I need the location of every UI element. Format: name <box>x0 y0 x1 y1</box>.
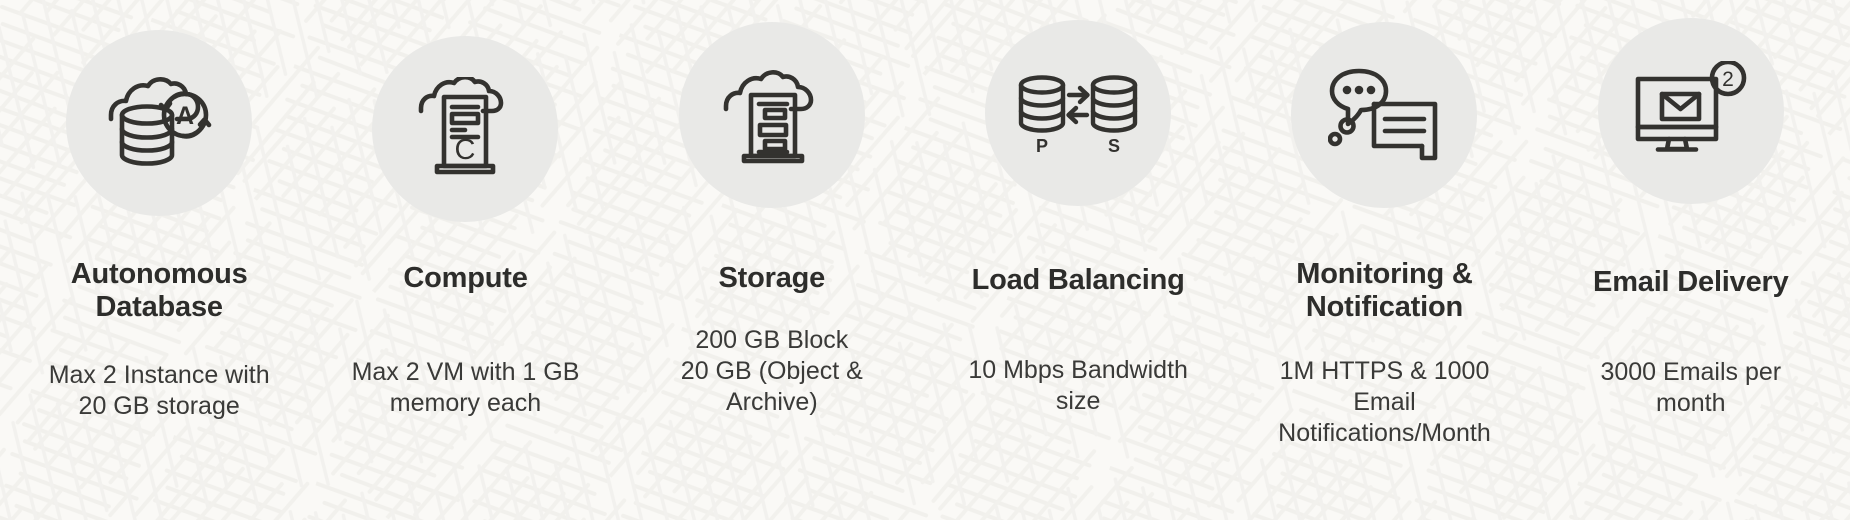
secondary-db-label: S <box>1108 136 1120 155</box>
service-description-monitoring-notification: 1M HTTPS & 1000 Email Notifications/Mont… <box>1278 356 1491 447</box>
icon-circle-email-delivery: 2 <box>1597 18 1784 204</box>
monitor-envelope-icon: 2 <box>1635 61 1747 152</box>
cloud-database-auto-icon: A <box>108 77 212 166</box>
service-title-storage: Storage <box>718 262 826 294</box>
thought-dots <box>1343 85 1376 95</box>
service-card-compute[interactable]: C Compute Max 2 VM with 1 GB memory each <box>312 0 618 520</box>
icon-circle-autonomous-database: A <box>66 30 253 216</box>
compute-badge-letter: C <box>455 134 476 166</box>
icon-circle-compute: C <box>372 36 559 222</box>
service-description-storage: 200 GB Block 20 GB (Object & Archive) <box>680 325 863 416</box>
cloud-storage-rack-icon <box>723 70 814 164</box>
service-title-monitoring-notification: Monitoring & Notification <box>1296 258 1473 323</box>
service-card-monitoring-notification[interactable]: Monitoring & Notification 1M HTTPS & 100… <box>1231 0 1537 520</box>
service-title-load-balancing: Load Balancing <box>971 264 1185 296</box>
service-title-compute: Compute <box>403 262 528 294</box>
service-title-email-delivery: Email Delivery <box>1593 266 1789 298</box>
service-card-load-balancing[interactable]: P S Load Balancing 10 Mbps Bandwidth siz… <box>925 0 1231 520</box>
primary-db-label: P <box>1036 136 1048 155</box>
service-card-email-delivery[interactable]: 2 Email Delivery 3000 Emails per month <box>1538 0 1844 520</box>
icon-circle-monitoring-notification <box>1291 22 1478 208</box>
service-description-email-delivery: 3000 Emails per month <box>1600 357 1782 417</box>
service-description-compute: Max 2 VM with 1 GB memory each <box>351 357 580 417</box>
cloud-compute-rack-icon: C <box>419 77 504 175</box>
email-badge-count: 2 <box>1722 68 1734 91</box>
service-card-storage[interactable]: Storage 200 GB Block 20 GB (Object & Arc… <box>619 0 925 520</box>
service-title-autonomous-database: Autonomous Database <box>70 258 248 323</box>
auto-badge-letter: A <box>176 102 194 130</box>
icon-circle-load-balancing: P S <box>985 20 1172 206</box>
service-card-autonomous-database[interactable]: A Autonomous Database Max 2 Instance wit… <box>6 0 312 520</box>
database-replication-icon: P S <box>1018 75 1138 155</box>
service-description-load-balancing: 10 Mbps Bandwidth size <box>968 355 1188 415</box>
service-description-autonomous-database: Max 2 Instance with 20 GB storage <box>48 360 270 420</box>
chat-bubbles-icon <box>1328 68 1438 161</box>
icon-circle-storage <box>678 22 865 208</box>
